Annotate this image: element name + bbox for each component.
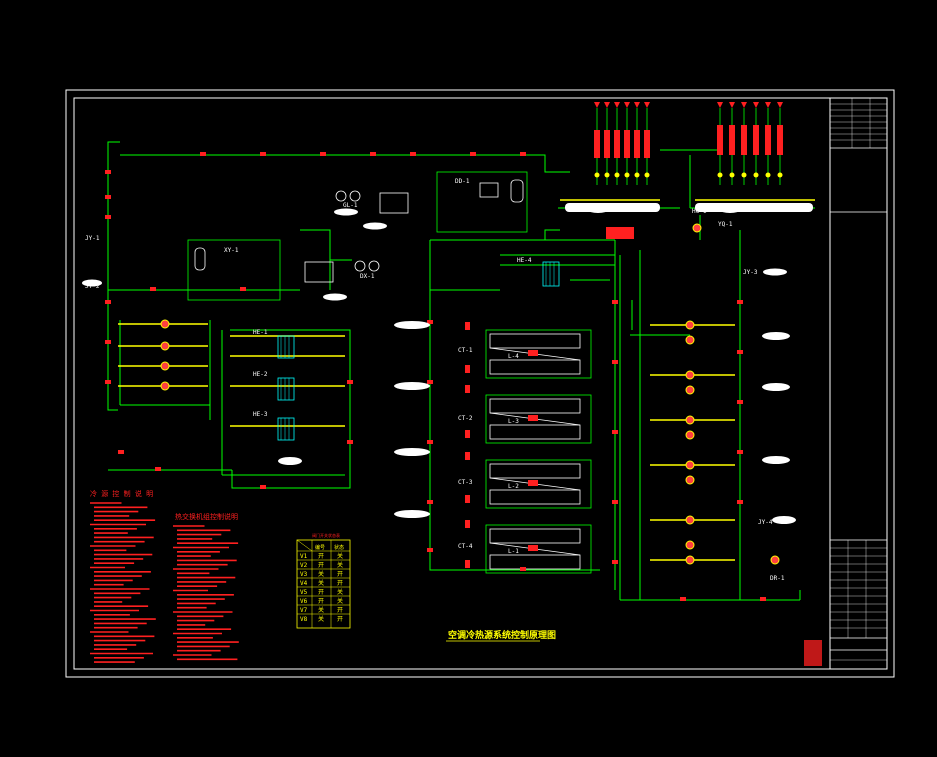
valve-table-cell: 开	[337, 580, 343, 587]
svg-text:阀门开关状态表: 阀门开关状态表	[312, 532, 340, 538]
valve-table-cell: 开	[337, 571, 343, 578]
notes-heading-1: 冷 源 控 制 说 明	[90, 489, 153, 498]
valve-table-cell: V4	[300, 580, 308, 587]
tag-left-1: JY-1	[85, 235, 100, 242]
valve-table-cell: 开	[318, 598, 324, 605]
valve-markers	[105, 152, 766, 601]
equipment-frames	[187, 171, 592, 574]
riser-gauge-dots	[594, 172, 783, 178]
tag-chiller-3: L-2	[508, 483, 519, 490]
tag-chiller-2: L-3	[508, 418, 519, 425]
valve-table-cell: 开	[337, 607, 343, 614]
header-pipes	[118, 199, 815, 561]
valve-table-cell: V8	[300, 616, 308, 623]
tag-dr: DR-1	[770, 575, 785, 582]
valve-table-cell: 开	[337, 616, 343, 623]
valve-table-cell: V1	[300, 553, 308, 560]
valve-table-cell: V2	[300, 562, 308, 569]
chiller-red-marks	[465, 322, 538, 568]
tag-boiler: GL-1	[343, 202, 358, 209]
notes-area: 冷 源 控 制 说 明 热交换机组控制说明	[90, 489, 239, 663]
valve-table-cell: V3	[300, 571, 308, 578]
pump-symbols	[160, 223, 780, 565]
tag-expansion-unit: DD-1	[455, 178, 470, 185]
tag-tower-1: CT-1	[458, 347, 473, 354]
riser-valve-blocks	[594, 125, 783, 158]
notes-heading-2: 热交换机组控制说明	[175, 512, 238, 521]
valve-table-cell: 关	[337, 597, 343, 605]
valve-table-cell: 开	[318, 562, 324, 569]
tag-exchanger-1: HE-1	[253, 329, 268, 336]
notes-column-1	[90, 502, 156, 663]
valve-table-cell: 关	[337, 561, 343, 569]
callout-ovals	[82, 207, 796, 524]
tag-right-1: JY-3	[743, 269, 758, 276]
valve-table-head-2: 状态	[334, 544, 344, 551]
pipe-network	[107, 141, 815, 601]
valve-table-cell: 开	[318, 553, 324, 560]
valve-table-cell: 关	[318, 615, 324, 623]
valve-table-cell: V7	[300, 607, 308, 614]
valve-table-head-1: 编号	[315, 544, 325, 551]
tag-tower-4: CT-4	[458, 543, 473, 550]
valve-table-cell: V5	[300, 589, 308, 596]
tag-yq: YQ-1	[718, 221, 733, 228]
riser-arrows	[594, 102, 783, 108]
valve-table-cell: 关	[318, 579, 324, 587]
tag-hc: HC-1	[692, 208, 707, 215]
outer-frame	[65, 89, 895, 678]
drawing-title: 空调冷热源系统控制原理图	[448, 629, 556, 641]
tag-water-tank: XY-1	[224, 247, 239, 254]
tag-right-2: JY-4	[758, 519, 773, 526]
notes-column-2	[173, 525, 239, 661]
tag-exchanger-3: HE-3	[253, 411, 268, 418]
valve-table-cell: 关	[318, 606, 324, 614]
chiller-units	[489, 333, 581, 570]
plate-exchangers	[277, 261, 560, 441]
boiler-outlines	[194, 179, 524, 283]
tag-tower-3: CT-3	[458, 479, 473, 486]
tag-chiller-1: L-4	[508, 353, 519, 360]
valve-table-cell: 关	[337, 552, 343, 560]
tag-exchanger-4: HE-4	[517, 257, 532, 264]
tag-left-2: JY-2	[85, 283, 100, 290]
inner-frame	[73, 97, 888, 670]
tag-exchanger-2: HE-2	[253, 371, 268, 378]
tag-tower-2: CT-2	[458, 415, 473, 422]
valve-table-cell: 关	[337, 588, 343, 596]
title-block	[804, 98, 887, 669]
plate-hatching	[280, 262, 555, 440]
equipment-tags: XY-1 DD-1 GL-1 HE-1 HE-2 HE-3 HE-4 L-4 L…	[85, 178, 785, 582]
tag-chiller-4: L-1	[508, 548, 519, 555]
tag-dx: DX-1	[360, 273, 375, 280]
valve-table-cell: V6	[300, 598, 308, 605]
valve-table-cell: 关	[318, 570, 324, 578]
valve-table-cell: 开	[318, 589, 324, 596]
